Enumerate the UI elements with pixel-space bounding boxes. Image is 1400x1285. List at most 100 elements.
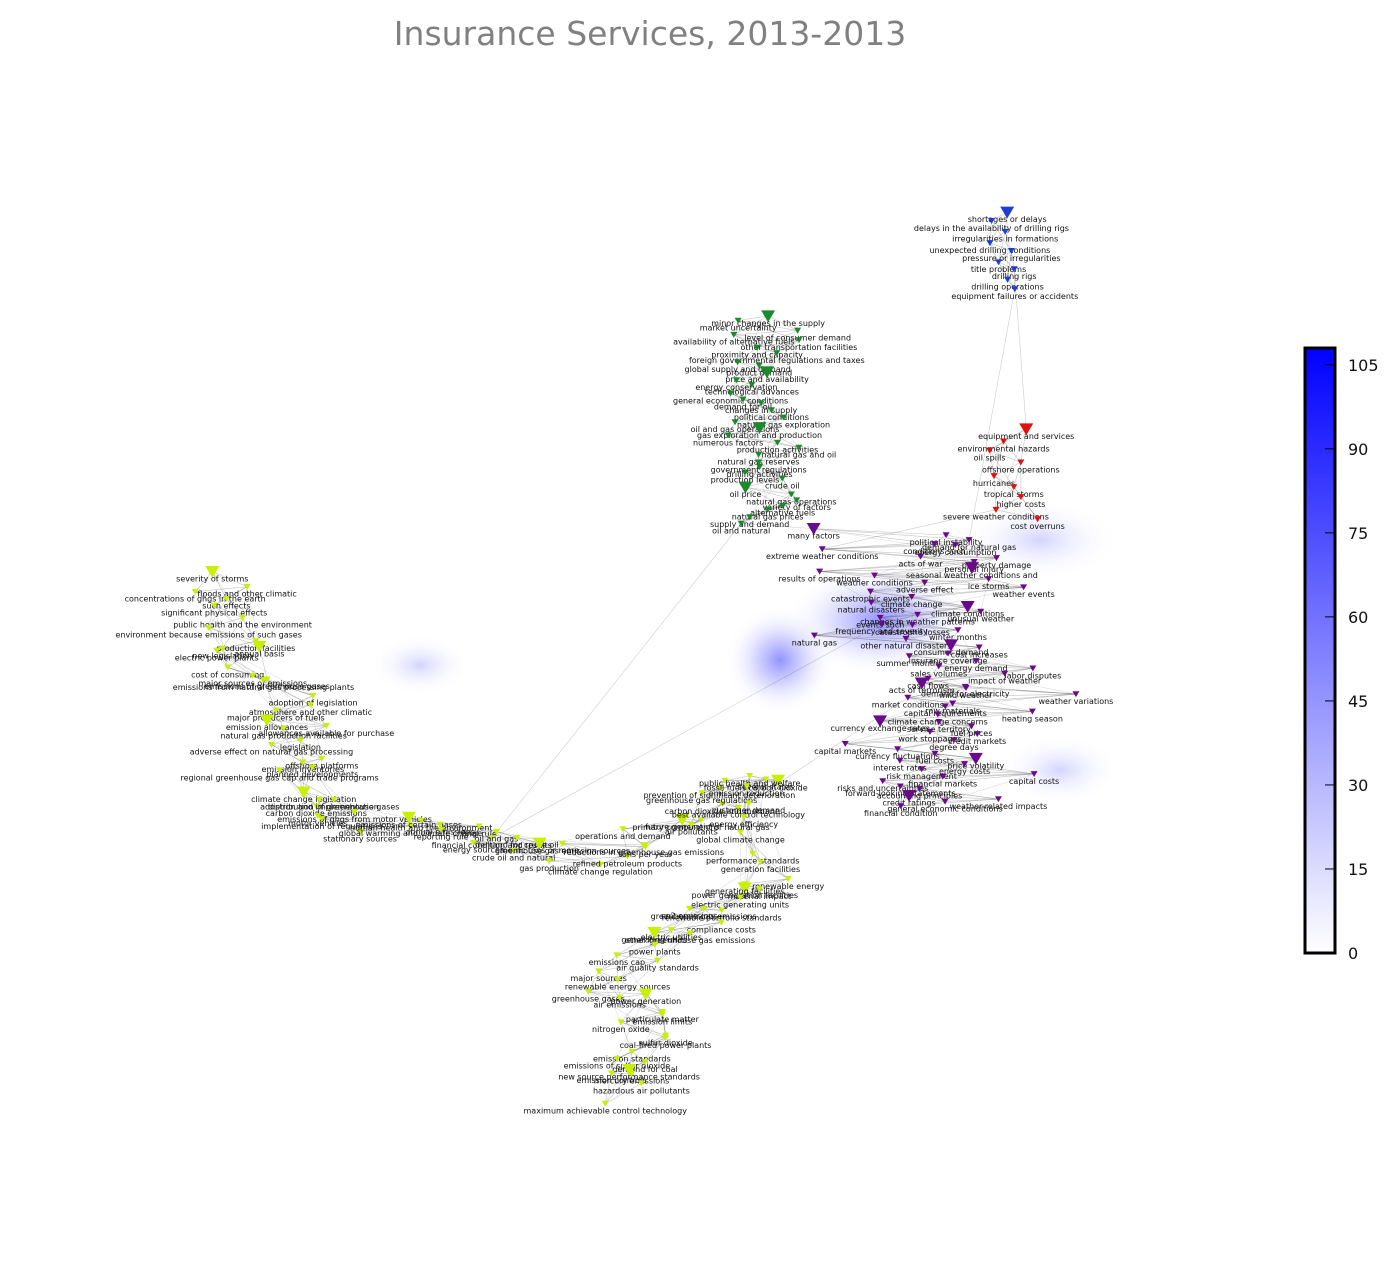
graph-edge (222, 646, 260, 649)
graph-edge (822, 548, 997, 559)
node-label: greenhouse gas emissions (651, 912, 757, 921)
graph-edge (598, 944, 655, 972)
graph-edge (317, 815, 411, 827)
node-marker (950, 737, 958, 744)
graph-edge (620, 1022, 633, 1052)
graph-edge (938, 665, 1005, 674)
graph-edge (814, 623, 882, 636)
graph-node: fossil fuels (704, 777, 746, 793)
graph-edge (513, 850, 550, 862)
node-label: tropical storms (984, 490, 1044, 499)
graph-edge (1020, 496, 1038, 520)
node-label: oil spills (974, 453, 1006, 462)
node-label: emission allowances (226, 723, 308, 732)
graph-edge (741, 523, 814, 529)
node-label: generation facilities (721, 865, 800, 874)
graph-node: new legislation (192, 645, 252, 661)
graph-edge (905, 629, 958, 640)
graph-edge (758, 442, 778, 455)
graph-edge (242, 617, 257, 642)
node-marker (818, 546, 826, 553)
graph-edge (283, 728, 304, 793)
graph-edge (871, 586, 1024, 603)
node-label: climate change (881, 600, 943, 609)
node-marker (942, 532, 950, 539)
graph-edge (208, 598, 227, 628)
graph-edge (479, 826, 497, 832)
graph-node: annual basis (234, 640, 285, 659)
graph-edge (317, 815, 442, 830)
graph-node: labor disputes (1005, 665, 1061, 680)
graph-node: climate change (881, 594, 943, 609)
graph-edge (222, 648, 228, 668)
graph-edge (938, 721, 978, 735)
graph-edge (242, 586, 248, 618)
node-marker (469, 839, 477, 846)
node-marker (1017, 494, 1025, 501)
node-marker (771, 774, 786, 787)
node-marker (276, 767, 284, 774)
graph-node: global climate change (696, 829, 785, 845)
graph-edge (752, 779, 767, 854)
graph-edge (952, 673, 1005, 704)
graph-edge (631, 1035, 666, 1052)
graph-edge (303, 791, 334, 800)
graph-edge (752, 853, 789, 880)
node-marker (213, 647, 221, 654)
graph-edge (549, 856, 628, 862)
node-marker (1034, 516, 1042, 523)
graph-node: results of operations (779, 568, 861, 583)
graph-edge (619, 932, 691, 998)
graph-edge (691, 780, 779, 825)
graph-edge (921, 763, 965, 770)
node-label: severe weather conditions (943, 513, 1049, 522)
graph-node: political conditions (734, 407, 809, 422)
graph-node: adverse effect (896, 579, 953, 595)
graph-edge (777, 442, 799, 448)
graph-edge (989, 220, 992, 243)
node-label: emissions cap (589, 958, 646, 967)
graph-edge (645, 993, 663, 1013)
graph-node: fuel costs (916, 750, 954, 766)
graph-edge (757, 339, 799, 348)
node-marker (897, 803, 905, 810)
node-marker (968, 752, 983, 765)
graph-edge (513, 850, 601, 865)
graph-edge (921, 682, 1033, 712)
graph-edge (965, 673, 1005, 688)
graph-edge (905, 638, 949, 654)
node-marker (510, 847, 518, 854)
graph-node: changes in weather patterns (860, 611, 975, 627)
node-marker (1011, 286, 1019, 293)
node-label: catastrophic events (831, 594, 910, 603)
graph-edge (740, 832, 789, 880)
graph-edge (882, 773, 1035, 782)
graph-node: regional greenhouse gas cap and trade pr… (180, 767, 379, 782)
graph-edge (776, 339, 800, 354)
graph-node: service territory (907, 719, 971, 734)
graph-edge (321, 818, 411, 827)
graph-edge (928, 678, 966, 688)
node-label: hurricanes (973, 479, 1015, 488)
graph-node: emission inventories (261, 759, 344, 774)
graph-edge (966, 687, 1076, 695)
graph-edge (758, 417, 784, 463)
node-label: motor vehicles (288, 819, 347, 828)
graph-edge (928, 673, 1005, 679)
graph-edge (880, 611, 981, 618)
graph-edge (748, 803, 753, 854)
node-marker (871, 572, 879, 579)
node-label: emissions of sulfur dioxide (564, 1062, 671, 1071)
node-marker (249, 672, 257, 679)
graph-edge (727, 435, 759, 455)
node-marker (794, 327, 802, 334)
graph-edge (744, 472, 783, 479)
graph-node: production activities (737, 439, 818, 455)
node-marker (596, 861, 604, 868)
graph-edge (899, 731, 931, 761)
node-marker (622, 1063, 637, 1076)
node-marker (647, 926, 662, 939)
graph-edge (822, 548, 975, 563)
node-marker (753, 344, 761, 351)
